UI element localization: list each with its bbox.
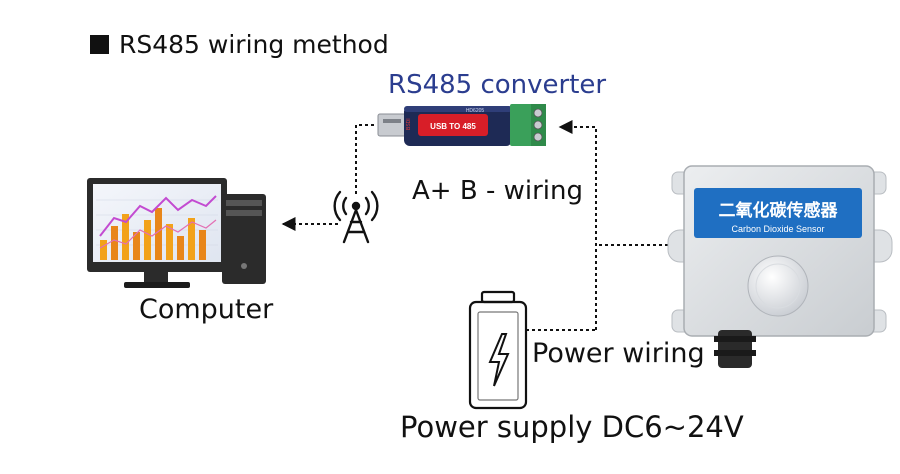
connection-lines — [281, 120, 668, 331]
co2-sensor: 二氧化碳传感器 Carbon Dioxide Sensor — [667, 165, 893, 368]
rs485-converter: USB TO 485 HD6205 BSDI — [377, 104, 546, 146]
battery-icon — [468, 290, 528, 410]
power-supply-label: Power supply DC6~24V — [400, 410, 744, 444]
antenna-icon — [333, 190, 379, 244]
converter-label-main: USB TO 485 — [430, 122, 476, 131]
diagram-heading: RS485 wiring method — [90, 30, 389, 59]
usb-plug — [377, 113, 407, 137]
converter-label-side: BSDI — [406, 118, 412, 130]
pc-tower — [222, 194, 266, 284]
computer-label: Computer — [139, 294, 274, 325]
sensor-dome — [747, 255, 809, 317]
converter-title: RS485 converter — [388, 70, 607, 100]
usb-to-antenna-line — [355, 124, 374, 195]
battery-body — [468, 300, 528, 410]
sensor-banner — [694, 188, 862, 238]
sensor-title-en: Carbon Dioxide Sensor — [731, 224, 824, 234]
converter-label-small: HD6205 — [466, 108, 485, 114]
sensor-to-converter-line — [558, 120, 597, 330]
square-bullet-icon — [90, 35, 109, 54]
screen-bars — [100, 208, 206, 260]
power-wiring-label: Power wiring — [532, 338, 705, 369]
ab-wiring-label: A+ B - wiring — [412, 176, 583, 206]
converter-red-label — [418, 114, 488, 136]
screen-line — [99, 195, 217, 237]
cable-gland — [718, 330, 752, 368]
diagram-heading-text: RS485 wiring method — [119, 30, 389, 59]
sensor-title-cn: 二氧化碳传感器 — [719, 200, 839, 220]
computer-icon — [87, 178, 266, 288]
bolt-icon — [488, 333, 510, 387]
